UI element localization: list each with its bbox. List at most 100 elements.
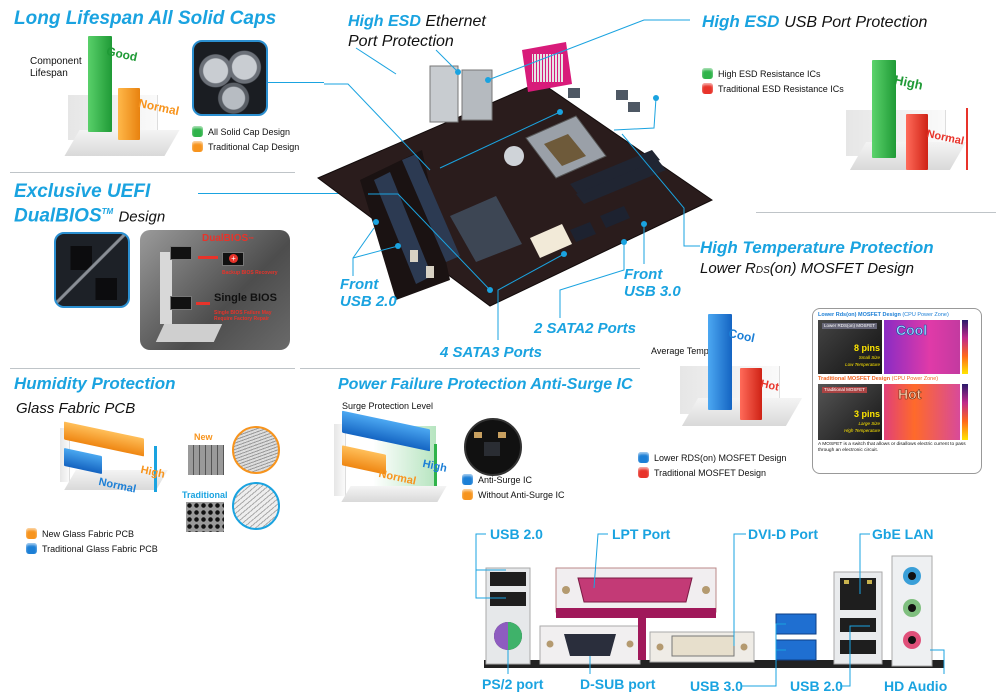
lan-led xyxy=(844,580,849,584)
thermal-cool-image: Cool xyxy=(884,320,960,374)
panel-bottom-row: Traditional MOSFET 3 pins Large Size Hig… xyxy=(818,384,976,440)
panel-zone: (CPU Power Zone) xyxy=(891,376,939,382)
lpt-port-icon xyxy=(577,577,693,603)
title-black: Port Protection xyxy=(348,33,454,50)
front-usb2-header xyxy=(426,266,434,278)
io-callout-line xyxy=(859,533,870,594)
callout-line xyxy=(621,133,700,247)
solid-caps-axis-label: Component Lifespan xyxy=(30,56,82,80)
single-bios-label: Single BIOS xyxy=(214,292,277,304)
screw xyxy=(656,643,664,651)
dualbios-label: DualBIOS™ xyxy=(202,233,254,246)
dimm-slot xyxy=(576,160,666,204)
ps2-mouse-half xyxy=(494,622,508,650)
bios-chip-icon xyxy=(170,246,192,260)
blue-swatch-icon xyxy=(26,543,37,554)
new-weave-photo xyxy=(188,445,224,475)
orange-swatch-icon xyxy=(26,528,37,539)
callout-dot xyxy=(557,109,563,115)
callout-dot xyxy=(561,251,567,257)
panel-footnote: A MOSFET is a switch that allows or disa… xyxy=(818,442,966,453)
label-line: Front xyxy=(340,276,379,293)
humidity-subtitle: Glass Fabric PCB xyxy=(16,400,136,417)
subtitle-part: (on) MOSFET Design xyxy=(769,260,914,277)
dualbios-diagram: + DualBIOS™ Backup BIOS Recovery Single … xyxy=(140,230,290,350)
front-usb3-header xyxy=(600,206,630,228)
title-line: DualBIOS xyxy=(14,205,102,227)
callout-dot xyxy=(395,243,401,249)
humidity-legend: New Glass Fabric PCB Traditional Glass F… xyxy=(26,528,158,558)
io-label-usb3: USB 3.0 xyxy=(690,678,743,694)
callout-line xyxy=(368,193,491,291)
legend-text: New Glass Fabric PCB xyxy=(42,528,135,539)
arrow-icon xyxy=(198,256,218,259)
subtitle-part: Lower R xyxy=(700,260,756,277)
io-panel-drawing xyxy=(475,533,945,687)
label-line: USB 2.0 xyxy=(340,293,397,310)
screw xyxy=(546,640,554,648)
blue-swatch-icon xyxy=(462,474,473,485)
divider xyxy=(10,368,295,369)
tm-mark: ™ xyxy=(248,237,255,243)
red-swatch-icon xyxy=(638,467,649,478)
sata3-label: 4 SATA3 Ports xyxy=(440,344,542,361)
mosfet-8pin-photo: Lower RDS(on) MOSFET 8 pins Small Size L… xyxy=(818,320,882,374)
io-callout-line xyxy=(593,533,608,589)
label-line: Front xyxy=(624,266,663,283)
pins-label: 8 pins xyxy=(853,343,880,353)
pcie-slot xyxy=(402,154,460,262)
red-swatch-icon xyxy=(702,83,713,94)
lpt-holder xyxy=(556,608,716,618)
solid-caps-legend: All Solid Cap Design Traditional Cap Des… xyxy=(192,126,299,156)
screw xyxy=(626,640,634,648)
heat-label: Cool xyxy=(896,322,928,339)
callout-line xyxy=(559,242,625,318)
chart-axis xyxy=(966,108,968,170)
temperature-axis-label: Average Temp. xyxy=(651,346,712,356)
green-swatch-icon xyxy=(192,126,203,137)
io-label-dvi: DVI-D Port xyxy=(748,526,818,542)
legend-text: Traditional MOSFET Design xyxy=(654,467,767,478)
antisurge-ic-photo xyxy=(464,418,522,476)
title-line: Exclusive UEFI xyxy=(14,181,151,202)
orange-swatch-icon xyxy=(192,141,203,152)
antisurge-legend: Anti-Surge IC Without Anti-Surge IC xyxy=(462,474,565,504)
divider xyxy=(300,368,640,369)
ic-pad xyxy=(474,432,482,438)
single-bios-chip-icon xyxy=(170,296,192,310)
ps2-keyboard-half xyxy=(508,622,522,650)
legend-item: Lower RDS(on) MOSFET Design xyxy=(638,452,786,463)
callout-dot xyxy=(485,77,491,83)
high-bar xyxy=(872,60,896,158)
subtitle-sub: DS xyxy=(755,265,770,276)
io-callout-line xyxy=(840,625,870,687)
good-bar xyxy=(88,36,112,132)
legend-text: Traditional Glass Fabric PCB xyxy=(42,543,158,554)
legend-text: Lower RDS(on) MOSFET Design xyxy=(654,452,787,463)
callout-line xyxy=(352,245,399,259)
mosfet-thermal-panel: Lower Rds(on) MOSFET Design (CPU Power Z… xyxy=(812,308,982,474)
callout-dot xyxy=(621,239,627,245)
divider xyxy=(756,212,996,213)
legend-text: Without Anti-Surge IC xyxy=(478,489,565,500)
callout-line xyxy=(435,49,459,73)
usb2-port-icon xyxy=(490,592,526,606)
panel-zone: (CPU Power Zone) xyxy=(902,312,949,318)
legend-item: Traditional MOSFET Design xyxy=(638,467,786,478)
photo-tag: Lower RDS(on) MOSFET xyxy=(822,323,878,329)
panel-title: Traditional MOSFET Design xyxy=(818,376,891,382)
temperature-subtitle: Lower RDS(on) MOSFET Design xyxy=(700,260,914,277)
antisurge-title: Power Failure Protection Anti-Surge IC xyxy=(338,376,633,393)
new-weave-zoom xyxy=(232,426,280,474)
legend-text: Traditional Cap Design xyxy=(208,141,300,152)
io-callout-line xyxy=(742,623,786,687)
bios-chip-photo xyxy=(54,232,130,308)
legend-text: High ESD Resistance ICs xyxy=(718,68,821,79)
ic-pad xyxy=(498,432,506,438)
io-callout-line xyxy=(930,649,945,674)
humidity-title: Humidity Protection xyxy=(14,374,176,393)
io-label-ps2: PS/2 port xyxy=(482,676,544,692)
io-label-hd-audio: HD Audio xyxy=(884,678,948,694)
callout-dot xyxy=(487,287,493,293)
callout-line xyxy=(497,253,565,340)
